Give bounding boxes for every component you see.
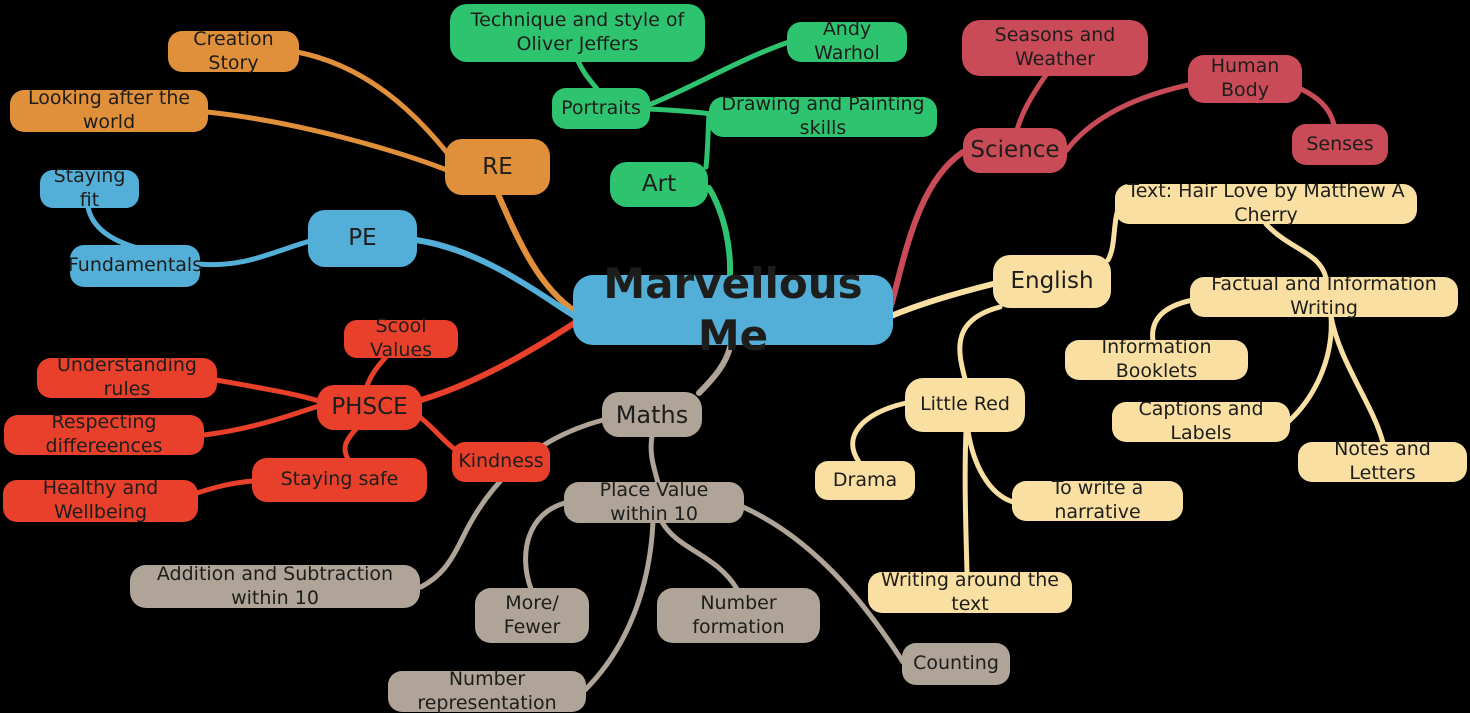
edge-understanding-phsce — [213, 377, 322, 404]
node-english[interactable]: English — [993, 255, 1111, 308]
edge-phsce-kindness — [418, 415, 460, 454]
edge-human-body-science — [1063, 82, 1191, 154]
node-writing-around-the-text[interactable]: Writing around the text — [868, 569, 1072, 615]
node-science[interactable]: Science — [963, 128, 1067, 173]
edge-portraits-junction — [646, 106, 714, 117]
node-place-value-within-10[interactable]: Place Value within 10 — [564, 479, 744, 525]
edge-factual-information-booklets — [1150, 297, 1196, 344]
edge-staying-safe-healthy — [194, 478, 256, 496]
edge-phsce-central — [418, 319, 579, 403]
edge-science-central — [888, 149, 966, 309]
edge-portraits-andy-warhol — [648, 39, 792, 107]
edge-fundamentals-pe — [196, 238, 313, 268]
edge-art-central — [706, 185, 734, 280]
node-scool-values[interactable]: Scool Values — [344, 315, 458, 361]
node-phsce[interactable]: PHSCE — [317, 385, 422, 430]
node-looking-after-the-world[interactable]: Looking after the world — [10, 87, 208, 133]
node-captions-and-labels[interactable]: Captions and Labels — [1112, 398, 1290, 444]
node-drama[interactable]: Drama — [815, 461, 915, 500]
node-portraits[interactable]: Portraits — [552, 88, 650, 129]
edge-maths-place-value — [648, 433, 661, 486]
edge-english-central — [888, 281, 996, 319]
edge-seasons-science — [1014, 72, 1049, 133]
edge-art-junction — [703, 111, 712, 170]
edge-little-red-english — [957, 304, 1003, 382]
edge-technique-portraits — [575, 58, 600, 92]
node-seasons-and-weather[interactable]: Seasons and Weather — [962, 20, 1148, 76]
node-factual-information-writing[interactable]: Factual and Information Writing — [1190, 273, 1458, 319]
edge-senses-human-body — [1298, 86, 1337, 128]
node-maths[interactable]: Maths — [602, 392, 702, 437]
edge-place-value-counting — [740, 504, 906, 665]
node-more-fewer[interactable]: More/ Fewer — [475, 588, 589, 643]
node-addition-subtraction[interactable]: Addition and Subtraction within 10 — [130, 563, 420, 609]
node-number-representation[interactable]: Number representation — [388, 668, 586, 713]
edge-phsce-staying-safe — [342, 426, 359, 462]
edge-respecting-phsce — [201, 403, 322, 438]
node-counting[interactable]: Counting — [902, 643, 1010, 685]
edge-place-value-more-fewer — [523, 500, 568, 592]
node-respecting-differeences[interactable]: Respecting differeences — [4, 411, 204, 457]
node-staying-safe[interactable]: Staying safe — [252, 458, 427, 502]
edge-text-hair-love-factual — [1263, 221, 1329, 281]
edge-place-value-formation — [659, 519, 740, 592]
node-pe[interactable]: PE — [308, 210, 417, 267]
edge-looking-after-re — [204, 109, 450, 173]
node-understanding-rules[interactable]: Understanding rules — [37, 354, 217, 400]
node-to-write-a-narrative[interactable]: To write a narrative — [1012, 477, 1183, 523]
node-re[interactable]: RE — [445, 139, 550, 195]
node-art[interactable]: Art — [610, 162, 708, 207]
node-number-formation[interactable]: Number formation — [657, 588, 820, 643]
edge-factual-captions-labels — [1286, 313, 1334, 424]
node-information-booklets[interactable]: Information Booklets — [1065, 336, 1248, 382]
node-staying-fit[interactable]: Staying fit — [40, 165, 139, 211]
edge-pe-central — [413, 237, 579, 320]
edge-scool-values-phsce — [364, 354, 389, 389]
node-marvellous-me[interactable]: Marvellous Me — [573, 259, 893, 360]
node-healthy-and-wellbeing[interactable]: Healthy and Wellbeing — [3, 477, 198, 523]
node-drawing-painting-skills[interactable]: Drawing and Painting skills — [709, 93, 937, 139]
node-little-red[interactable]: Little Red — [905, 378, 1025, 432]
edge-re-central — [495, 191, 579, 315]
edge-maths-addition — [418, 417, 606, 590]
node-senses[interactable]: Senses — [1292, 124, 1388, 165]
node-human-body[interactable]: Human Body — [1188, 55, 1302, 103]
node-kindness[interactable]: Kindness — [452, 442, 550, 482]
edge-little-red-drama — [850, 400, 909, 465]
node-text-hair-love[interactable]: Text: Hair Love by Matthew A Cherry — [1115, 180, 1417, 226]
edge-text-hair-love-english — [1105, 210, 1120, 263]
node-creation-story[interactable]: Creation Story — [168, 28, 299, 74]
edge-little-red-narrative — [965, 428, 1016, 505]
node-andy-warhol[interactable]: Andy Warhol — [787, 18, 907, 64]
edge-staying-fit-fundamentals — [85, 204, 141, 251]
edge-maths-central — [696, 344, 733, 396]
node-technique-oliver-jeffers[interactable]: Technique and style of Oliver Jeffers — [450, 4, 705, 62]
edge-place-value-representation — [582, 519, 656, 693]
edge-little-red-writing — [962, 428, 970, 576]
node-notes-and-letters[interactable]: Notes and Letters — [1298, 438, 1467, 484]
edge-creation-story-re — [294, 49, 451, 157]
node-fundamentals[interactable]: Fundamentals — [68, 245, 202, 287]
edge-factual-notes-letters — [1328, 313, 1386, 446]
